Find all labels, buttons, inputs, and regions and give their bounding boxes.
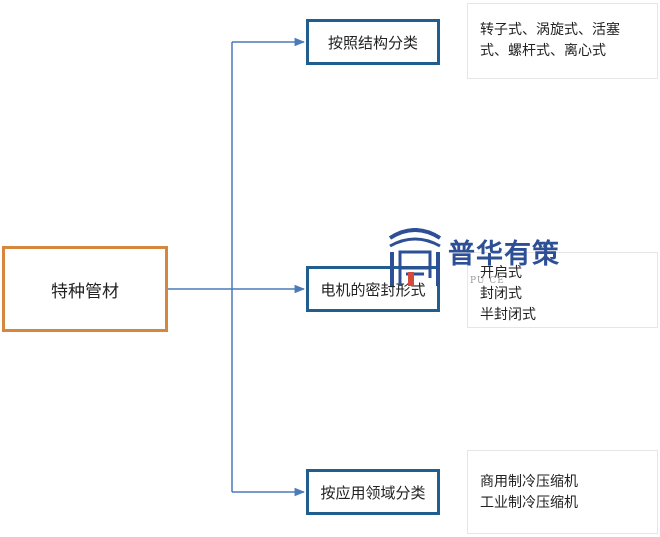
leaf-application-line-2: 工业制冷压缩机 (480, 495, 578, 511)
root-node: 特种管材 (2, 246, 168, 332)
category-application-label: 按应用领域分类 (320, 483, 426, 502)
leaf-structure-line-1: 转子式、涡旋式、活塞 (480, 22, 620, 38)
category-structure: 按照结构分类 (306, 19, 440, 65)
watermark-logo: 普华有策 PU CE (386, 228, 586, 290)
logo-emblem-icon (388, 228, 442, 286)
category-structure-label: 按照结构分类 (327, 33, 418, 52)
category-application: 按应用领域分类 (306, 469, 440, 515)
leaf-application: 商用制冷压缩机 工业制冷压缩机 (467, 450, 658, 534)
leaf-structure-line-2: 式、螺杆式、离心式 (480, 43, 606, 59)
leaf-application-line-1: 商用制冷压缩机 (480, 474, 578, 490)
watermark-name: 普华有策 (448, 239, 560, 270)
leaf-structure: 转子式、涡旋式、活塞 式、螺杆式、离心式 (467, 3, 658, 79)
leaf-seal-line-3: 半封闭式 (480, 307, 536, 323)
root-label: 特种管材 (51, 281, 119, 302)
leaf-motor-seal: 开启式 封闭式 半封闭式 (467, 252, 658, 328)
watermark-subtitle: PU CE (470, 276, 505, 286)
leaf-seal-line-1: 开启式 (480, 265, 522, 281)
leaf-seal-line-2: 封闭式 (480, 286, 522, 302)
